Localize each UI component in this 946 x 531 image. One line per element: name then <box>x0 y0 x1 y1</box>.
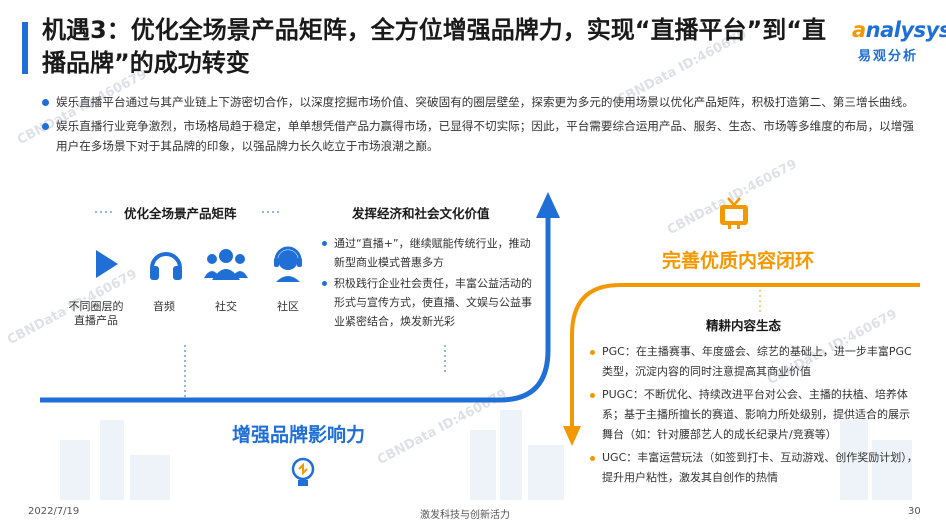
left-section-heading: 优化全场景产品矩阵 <box>124 206 237 221</box>
footer-date: 2022/7/19 <box>28 506 80 517</box>
list-item: 积极践行企业社会责任，丰富公益活动的形式与宣传方式，使直播、文娱与公益事业紧密结… <box>322 274 532 331</box>
brand-influence-label: 增强品牌影响力 <box>232 424 366 446</box>
list-item: PGC：在主播赛事、年度盛会、综艺的基础上，进一步丰富PGC类型，沉淀内容的同时… <box>590 342 920 382</box>
title-accent-bar <box>22 22 28 74</box>
mid-list: 通过“直播+”，继续赋能传统行业，推动新型商业模式普惠多方 积极践行企业社会责任… <box>322 234 532 333</box>
icon-label-live: 不同圈层的直播产品 <box>68 300 124 327</box>
intro-bullets: 娱乐直播平台通过与其产业链上下游密切合作，以深度挖掘市场价值、突破固有的圈层壁垒… <box>40 92 920 160</box>
list-item: PUGC：不断优化、持续改进平台对公会、主播的扶植、培养体系；基于主播所擅长的赛… <box>590 385 920 445</box>
right-section-heading: 精耕内容生态 <box>706 318 782 333</box>
mid-section-heading: 发挥经济和社会文化价值 <box>352 206 490 221</box>
page-title: 机遇3：优化全场景产品矩阵，全方位增强品牌力，实现“直播平台”到“直播品牌”的成… <box>42 16 827 77</box>
analysys-logo: analysys 易观分析 <box>852 18 946 64</box>
footer-center: 激发科技与创新活力 <box>420 510 510 521</box>
content-loop-label: 完善优质内容闭环 <box>662 250 815 272</box>
icon-label-audio: 音频 <box>153 300 175 313</box>
group-icon <box>204 244 248 284</box>
right-list: PGC：在主播赛事、年度盛会、综艺的基础上，进一步丰富PGC类型，沉淀内容的同时… <box>590 342 920 491</box>
list-item: UGC：丰富运营玩法（如签到打卡、互动游戏、创作奖励计划），提升用户粘性，激发其… <box>590 448 920 488</box>
play-icon <box>84 244 124 284</box>
bullet-item: 娱乐直播行业竞争激烈，市场格局趋于稳定，单单想凭借产品力赢得市场，已显得不切实际… <box>40 116 920 156</box>
headphones-icon <box>146 244 186 284</box>
icon-label-social: 社交 <box>215 300 237 313</box>
lightbulb-icon <box>288 456 318 494</box>
tv-icon <box>718 196 750 234</box>
bullet-item: 娱乐直播平台通过与其产业链上下游密切合作，以深度挖掘市场价值、突破固有的圈层壁垒… <box>40 92 920 112</box>
page-number: 30 <box>908 506 921 517</box>
icon-label-community: 社区 <box>277 300 299 313</box>
person-headset-icon <box>268 244 308 284</box>
list-item: 通过“直播+”，继续赋能传统行业，推动新型商业模式普惠多方 <box>322 234 532 272</box>
product-icons <box>70 244 330 284</box>
